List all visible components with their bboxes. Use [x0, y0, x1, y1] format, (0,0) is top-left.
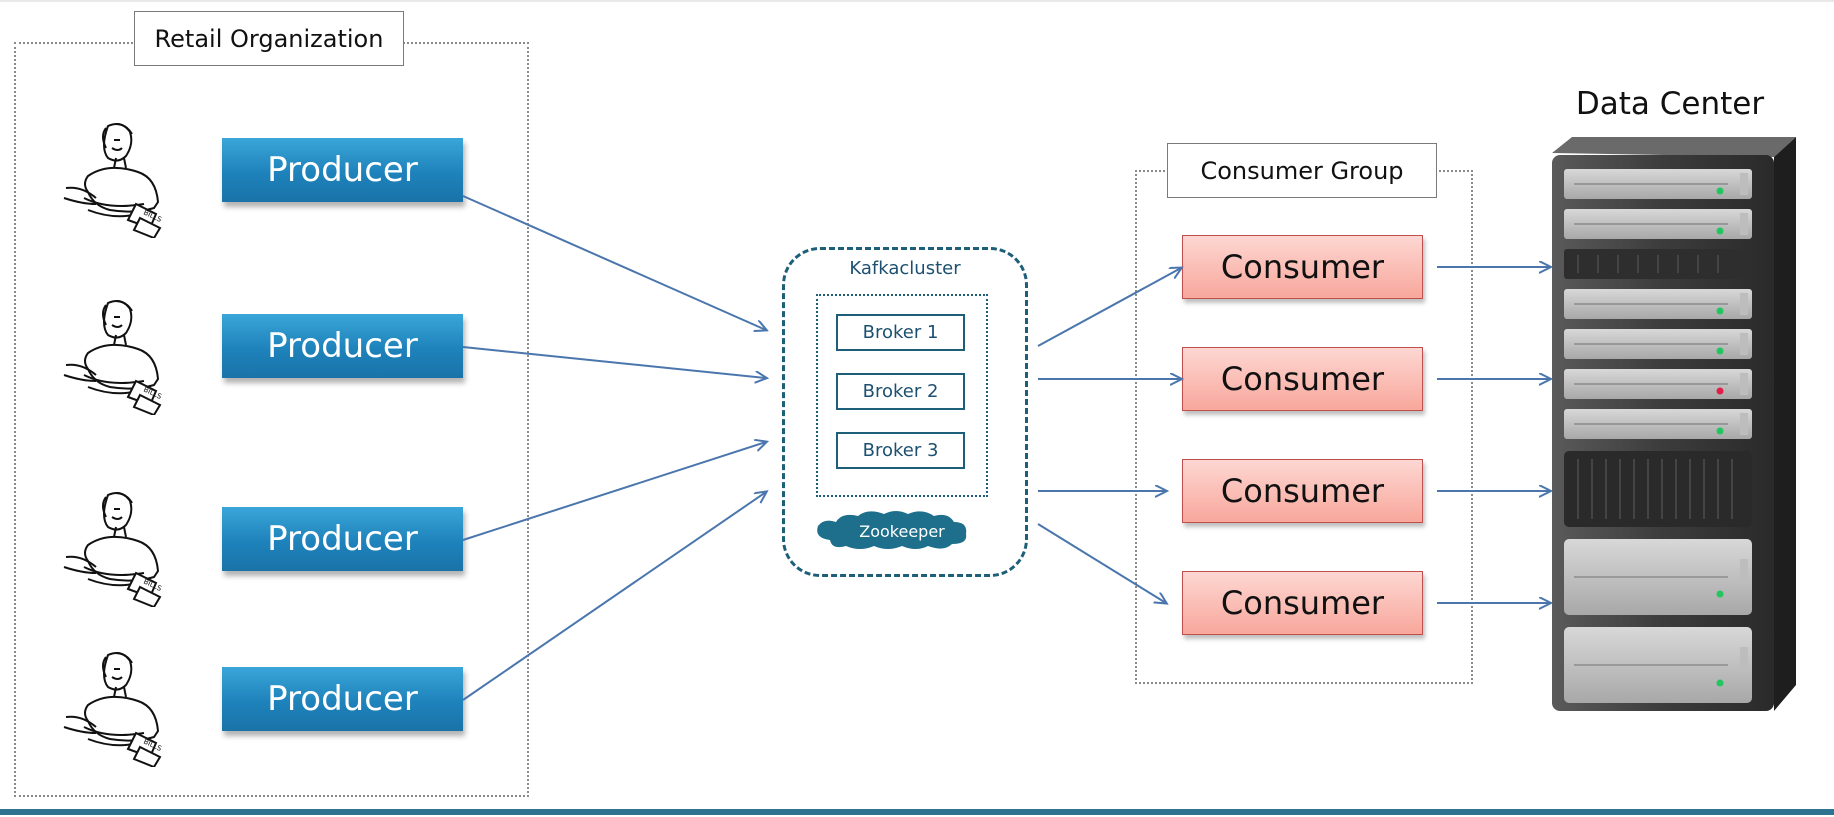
- consumer-group-title: Consumer Group: [1200, 156, 1404, 185]
- status-leds: [1716, 187, 1724, 687]
- broker-1: Broker 1: [836, 314, 965, 351]
- consumer-box-2: Consumer: [1182, 347, 1423, 411]
- kafka-cluster-title: Kafkacluster: [849, 258, 961, 279]
- person-icon-4: BILLS: [63, 652, 163, 767]
- producer-box-2: Producer: [222, 314, 463, 378]
- consumer-box-3: Consumer: [1182, 459, 1423, 523]
- bottom-divider: [0, 809, 1834, 815]
- consumer-box-1: Consumer: [1182, 235, 1423, 299]
- person-icon-2: BILLS: [63, 300, 163, 415]
- person-icon-1: BILLS: [63, 123, 163, 238]
- led-green-icon: [1716, 679, 1724, 687]
- producer-box-3: Producer: [222, 507, 463, 571]
- led-green-icon: [1716, 590, 1724, 598]
- zookeeper-label: Zookeeper: [859, 522, 945, 541]
- led-green-icon: [1716, 227, 1724, 235]
- led-green-icon: [1716, 347, 1724, 355]
- broker-3: Broker 3: [836, 432, 965, 469]
- producer-box-4: Producer: [222, 667, 463, 731]
- kafka-cluster-frame: [782, 247, 1028, 577]
- zookeeper-cloud-icon: [817, 511, 967, 549]
- broker-2: Broker 2: [836, 373, 965, 410]
- producer-box-1: Producer: [222, 138, 463, 202]
- led-green-icon: [1716, 427, 1724, 435]
- led-green-icon: [1716, 307, 1724, 315]
- consumer-box-4: Consumer: [1182, 571, 1423, 635]
- data-center-title: Data Center: [1575, 86, 1765, 122]
- consumer-group-label: Consumer Group: [1167, 143, 1437, 198]
- broker-group-frame: [816, 294, 988, 497]
- led-red-icon: [1716, 387, 1724, 395]
- person-icon-3: BILLS: [63, 492, 163, 607]
- retail-organization-label: Retail Organization: [134, 11, 404, 66]
- top-divider: [0, 0, 1834, 2]
- server-rack-icon: [1552, 137, 1796, 711]
- led-green-icon: [1716, 187, 1724, 195]
- retail-organization-title: Retail Organization: [154, 24, 384, 53]
